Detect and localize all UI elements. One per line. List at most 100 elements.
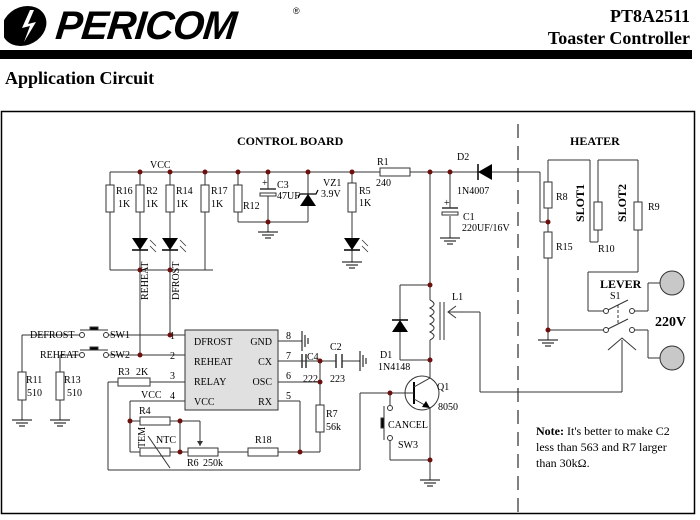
resistor-r5 — [347, 182, 357, 213]
push-switches — [79, 326, 393, 441]
c1-ref: C1 — [463, 212, 475, 223]
resistor-r12 — [233, 184, 243, 213]
ground-icon — [11, 419, 33, 427]
ground-icon — [439, 237, 461, 245]
c2-value: 223 — [330, 374, 345, 385]
ic-pin1-number: 1 — [170, 331, 175, 342]
lever-switch-s1 — [603, 299, 637, 351]
l1-ref: L1 — [452, 292, 463, 303]
vcc-net-label: VCC — [150, 160, 171, 171]
part-description: Toaster Controller — [547, 28, 690, 48]
r3-ref: R3 — [118, 367, 130, 378]
vcc-pin4-label: VCC — [141, 390, 162, 401]
reheat-led-icon — [132, 238, 148, 250]
r1-ref: R1 — [377, 157, 389, 168]
heater-label: HEATER — [570, 134, 620, 148]
r10-ref: R10 — [598, 244, 615, 255]
sw2-label[interactable]: REHEAT — [40, 350, 78, 361]
q1-ref: Q1 — [437, 382, 449, 393]
resistor-r18 — [247, 447, 279, 457]
defrost-led-label: DFROST — [171, 262, 182, 300]
resistor-r9 — [633, 201, 643, 231]
pericom-logo-mark-icon — [4, 6, 47, 46]
resistor-r4 — [139, 416, 171, 426]
c1-plus: + — [444, 198, 450, 209]
r8-ref: R8 — [556, 192, 568, 203]
r13-value: 510 — [67, 388, 82, 399]
r2-value: 1K — [146, 199, 159, 210]
d1-value: 1N4148 — [378, 362, 410, 373]
r11-ref: R11 — [26, 375, 42, 386]
sw2-ref: SW2 — [110, 350, 130, 361]
ic-pin6-number: 6 — [286, 371, 291, 382]
resistor-r7 — [315, 404, 325, 433]
mains-terminal-top-icon — [659, 270, 685, 296]
r6-ref: R6 — [187, 458, 199, 469]
registered-mark: ® — [293, 6, 300, 16]
d2-value: 1N4007 — [457, 186, 489, 197]
r16-ref: R16 — [116, 186, 133, 197]
ic-pin5-name: RX — [258, 397, 273, 408]
c3-value: 47UF — [277, 191, 300, 202]
sw3-ref: SW3 — [398, 440, 418, 451]
resistor-r1 — [379, 167, 411, 177]
q1-value: 8050 — [438, 402, 458, 413]
ic-pin7-name: CX — [258, 357, 273, 368]
r5-value: 1K — [359, 198, 372, 209]
mains-voltage-label: 220V — [655, 315, 686, 330]
resistor-r8 — [543, 181, 553, 209]
r1-value: 240 — [376, 178, 391, 189]
sw3-label[interactable]: CANCEL — [388, 420, 428, 431]
ground-icon — [359, 350, 367, 372]
sw1-contact — [103, 332, 109, 338]
ic-pin4-name: VCC — [194, 397, 215, 408]
c4-ref: C4 — [307, 352, 319, 363]
resistor-r11 — [17, 371, 27, 401]
led-emission-arrows — [149, 239, 369, 253]
sw1-label[interactable]: DEFROST — [30, 330, 74, 341]
ground-icon — [301, 330, 309, 352]
sw1-contact — [79, 332, 85, 338]
ic-pin2-number: 2 — [170, 351, 175, 362]
junction-dots — [127, 169, 551, 463]
resistor-r15 — [543, 231, 553, 259]
r6-value: 250k — [203, 458, 223, 469]
ic-pin4-number: 4 — [170, 391, 175, 402]
ic-pin1-name: DFROST — [194, 337, 232, 348]
resistor-bodies — [17, 167, 643, 457]
resistor-r17 — [200, 184, 210, 213]
section-title: Application Circuit — [5, 68, 155, 88]
ic-pin7-number: 7 — [286, 351, 291, 362]
r15-ref: R15 — [556, 242, 573, 253]
sw1-ref: SW1 — [110, 330, 130, 341]
r14-ref: R14 — [176, 186, 193, 197]
resistor-r10 — [593, 201, 603, 231]
r4-ref: R4 — [139, 406, 151, 417]
part-number: PT8A2511 — [609, 6, 690, 26]
resistor-r16 — [105, 184, 115, 213]
resistor-r14 — [165, 184, 175, 213]
resistor-r2 — [135, 184, 145, 213]
c3-plus: + — [262, 178, 268, 189]
r5-ref: R5 — [359, 186, 371, 197]
r2-ref: R2 — [146, 186, 158, 197]
r3-value: 2K — [136, 367, 149, 378]
vz1-ref: VZ1 — [323, 178, 341, 189]
r11-value: 510 — [27, 388, 42, 399]
defrost-led-icon — [162, 238, 178, 250]
pericom-logo: PERICOM — [4, 4, 238, 48]
resistor-r3 — [117, 377, 151, 387]
ground-icon — [341, 261, 363, 269]
diode-d2-icon — [478, 164, 492, 180]
ground-icon — [49, 419, 71, 427]
thermistor-ntc — [139, 447, 171, 457]
note-text: It's better to make C2 less than 563 and… — [536, 424, 670, 470]
r17-ref: R17 — [211, 186, 228, 197]
pot-wiper-arrow-icon — [197, 441, 203, 446]
diode-d1-icon — [392, 320, 408, 332]
c3-ref: C3 — [277, 180, 289, 191]
r7-value: 56k — [326, 422, 341, 433]
potentiometer-r6 — [187, 447, 219, 457]
s1-ref: S1 — [610, 291, 621, 302]
ntc-tem-label: TEM — [137, 427, 148, 448]
